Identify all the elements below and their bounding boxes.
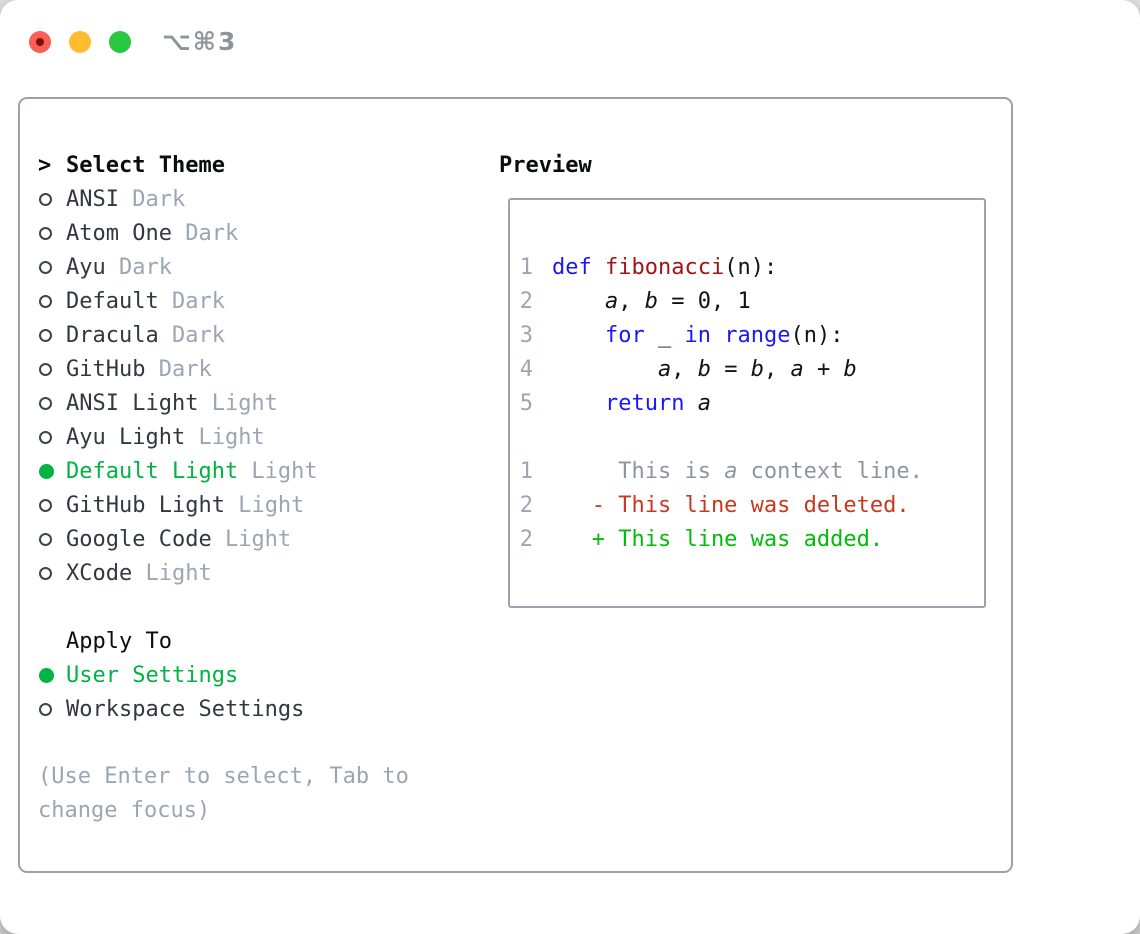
line-number: 1 [519, 254, 533, 280]
code-line: 5 return a [518, 386, 974, 420]
select-theme-title: Select Theme [66, 152, 225, 178]
option-label: Atom One [66, 220, 172, 246]
code-line: 4 a, b = b, a + b [518, 352, 974, 386]
option-variant-label: Dark [118, 186, 186, 212]
close-button[interactable] [29, 30, 51, 53]
titlebar: ⌥⌘3 [29, 27, 237, 56]
help-text-line-1: (Use Enter to select, Tab to [38, 764, 409, 789]
code-blank-line [518, 420, 974, 454]
line-content: for _ in range(n): [604, 322, 844, 348]
theme-option[interactable]: Default Dark [38, 284, 488, 318]
line-content: a, b = b, a + b [657, 356, 857, 382]
option-label: Google Code [66, 526, 212, 552]
line-content: return a [604, 390, 711, 416]
minimize-button[interactable] [69, 30, 91, 53]
code-line: 1 This is a context line. [518, 454, 974, 488]
theme-option[interactable]: Default Light Light [38, 454, 488, 488]
option-variant-label: Light [238, 458, 318, 484]
option-variant-label: Dark [145, 356, 212, 382]
option-variant-label: Light [224, 492, 305, 518]
apply-option[interactable]: Workspace Settings [38, 692, 488, 726]
theme-option[interactable]: Google Code Light [38, 522, 488, 556]
option-label: Ayu [66, 254, 106, 280]
code-line: 2 - This line was deleted. [518, 488, 974, 522]
radio-icon [38, 430, 66, 444]
radio-selected-icon [38, 667, 66, 683]
line-number: 4 [519, 356, 533, 382]
line-number: 5 [519, 390, 533, 416]
option-label: Default [66, 288, 159, 314]
option-variant-label: Dark [158, 288, 225, 314]
theme-option[interactable]: Atom One Dark [38, 216, 488, 250]
radio-icon [38, 226, 66, 240]
option-label: Default Light [66, 458, 239, 484]
window-title: ⌥⌘3 [162, 27, 238, 56]
radio-icon [38, 702, 66, 716]
spacer [38, 726, 488, 760]
code-line: 3 for _ in range(n): [518, 318, 974, 352]
option-variant-label: Light [198, 390, 278, 416]
option-variant-label: Light [211, 526, 292, 552]
option-label: Ayu Light [66, 424, 186, 450]
radio-icon [38, 498, 66, 512]
line-number: 2 [519, 288, 533, 314]
option-variant-label: Light [132, 560, 212, 586]
line-content: - This line was deleted. [552, 492, 910, 518]
theme-option[interactable]: Ayu Dark [38, 250, 488, 284]
option-label: GitHub Light [66, 492, 225, 518]
zoom-button[interactable] [109, 30, 131, 53]
line-number: 1 [519, 458, 533, 484]
option-variant-label: Dark [105, 254, 172, 280]
option-label: ANSI Light [66, 390, 199, 416]
line-content: + This line was added. [552, 526, 884, 552]
option-label: Dracula [66, 322, 159, 348]
code-line: 2 a, b = 0, 1 [518, 284, 974, 318]
apply-to-title: Apply To [66, 628, 172, 654]
theme-option[interactable]: ANSI Light Light [38, 386, 488, 420]
option-label: ANSI [66, 186, 119, 212]
apply-to-header: Apply To [38, 624, 488, 658]
radio-selected-icon [38, 463, 66, 479]
code-line: 1 def fibonacci(n): [518, 250, 974, 284]
theme-option[interactable]: GitHub Light Light [38, 488, 488, 522]
prompt-caret-icon: > [38, 152, 52, 178]
radio-icon [38, 294, 66, 308]
radio-icon [38, 328, 66, 342]
radio-icon [38, 362, 66, 376]
apply-option[interactable]: User Settings [38, 658, 488, 692]
theme-option[interactable]: Ayu Light Light [38, 420, 488, 454]
option-variant-label: Dark [158, 322, 225, 348]
line-number: 3 [519, 322, 533, 348]
option-variant-label: Light [185, 424, 265, 450]
select-theme-header: > Select Theme [38, 148, 488, 182]
option-label: User Settings [66, 662, 239, 688]
option-variant-label: Dark [171, 220, 239, 246]
theme-option[interactable]: Dracula Dark [38, 318, 488, 352]
line-content: a, b = 0, 1 [604, 288, 751, 314]
radio-icon [38, 566, 66, 580]
line-number: 2 [519, 492, 533, 518]
spacer [38, 590, 488, 624]
radio-icon [38, 260, 66, 274]
code-line: 2 + This line was added. [518, 522, 974, 556]
line-content: This is a context line. [552, 458, 923, 484]
theme-option[interactable]: GitHub Dark [38, 352, 488, 386]
preview-title: Preview [499, 152, 592, 178]
theme-option[interactable]: XCode Light [38, 556, 488, 590]
line-content: def fibonacci(n): [552, 254, 778, 280]
radio-icon [38, 532, 66, 546]
theme-option[interactable]: ANSI Dark [38, 182, 488, 216]
option-label: GitHub [66, 356, 146, 382]
option-label: Workspace Settings [66, 696, 305, 722]
option-label: XCode [66, 560, 133, 586]
help-text-line-2: change focus) [38, 798, 211, 823]
line-number: 2 [519, 526, 533, 552]
radio-icon [38, 396, 66, 410]
radio-icon [38, 192, 66, 206]
